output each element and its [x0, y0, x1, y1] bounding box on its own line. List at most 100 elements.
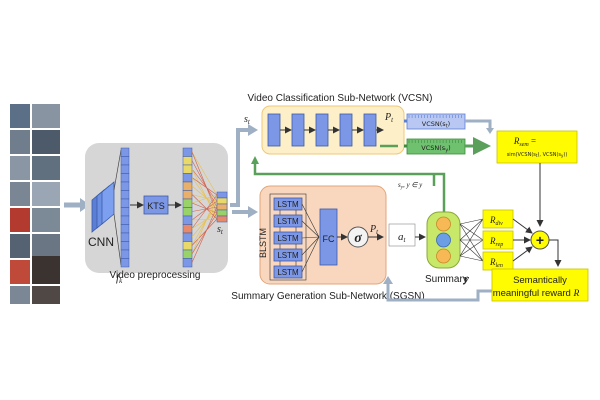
sum-plus: + — [536, 232, 544, 248]
segment-link — [191, 177, 218, 196]
fk-cell — [120, 258, 130, 268]
final-reward-line1: Semantically — [513, 275, 567, 286]
vcsn-layer — [291, 113, 305, 147]
segment-link — [191, 168, 218, 202]
segment-link — [191, 194, 218, 229]
blstm-frame — [269, 193, 307, 281]
summary-shot-2 — [436, 232, 451, 248]
vcsn-sy-label: VCSN(sy) — [421, 144, 450, 154]
segment-cell — [182, 224, 193, 234]
segment-cell — [182, 232, 193, 242]
reward-fan — [459, 218, 484, 262]
segment-cell — [182, 173, 193, 183]
segment-link — [191, 206, 218, 238]
segment-cell — [182, 249, 193, 259]
st-cell — [216, 203, 228, 211]
segment-cell — [182, 147, 193, 157]
lstm-label: LSTM — [277, 251, 299, 260]
st-cell — [216, 197, 228, 205]
fc-label: FC — [323, 234, 335, 244]
summary-shot-3 — [436, 248, 451, 264]
fk-cell — [120, 224, 130, 234]
vcsn-layer — [363, 113, 377, 147]
rsem-formula: sim(VCSN(st), VCSN(sy)) — [507, 152, 568, 158]
at-box — [388, 223, 416, 247]
segment-link — [191, 194, 218, 255]
lstm-label: LSTM — [277, 234, 299, 243]
preprocess-caption: Video preprocessing — [110, 270, 201, 281]
segment-link — [191, 194, 218, 220]
segment-cell — [182, 258, 193, 268]
fk-cell — [120, 156, 130, 166]
st-cell — [216, 209, 228, 217]
segment-link — [191, 151, 218, 214]
fk-cell — [120, 207, 130, 217]
segment-cell — [182, 181, 193, 191]
segment-link — [191, 218, 218, 221]
segment-cell — [182, 207, 193, 217]
fk-cell — [120, 249, 130, 259]
segment-cell — [182, 164, 193, 174]
segment-link — [191, 151, 218, 196]
st-column — [216, 191, 228, 223]
sigmoid-label: σ — [354, 231, 362, 246]
segment-cell — [182, 241, 193, 251]
rsem-label: Rsem = — [513, 136, 536, 148]
segment-cell — [182, 190, 193, 200]
rlen-label: Rlen — [489, 257, 503, 269]
fk-cell — [120, 190, 130, 200]
cnn-label: CNN — [88, 235, 114, 249]
summary-label: Summary — [425, 274, 468, 285]
kts-label: KTS — [147, 201, 165, 211]
vcsn-layer — [315, 113, 329, 147]
st-cell — [216, 215, 228, 223]
st-cell — [216, 191, 228, 199]
video-frames — [10, 104, 60, 304]
fk-cell — [120, 173, 130, 183]
summary-shot-1 — [436, 216, 451, 232]
fk-cell — [120, 198, 130, 208]
segment-link — [191, 194, 218, 204]
fk-cell — [120, 181, 130, 191]
fk-cell — [120, 164, 130, 174]
vcsn-output-label: Pt — [384, 112, 394, 124]
segment-link — [191, 194, 218, 202]
segment-link — [191, 202, 218, 214]
segment-cell — [182, 215, 193, 225]
at-label: at — [398, 231, 407, 244]
segment-link — [191, 206, 218, 212]
st-label: st — [217, 224, 224, 236]
reward-return-arrow — [386, 282, 492, 302]
segment-cell — [182, 156, 193, 166]
vcsn-st-label: VCSN(st) — [422, 120, 450, 130]
to-vcsn-arrow — [230, 128, 250, 207]
pt-label: Pt — [369, 224, 379, 236]
fk-cell — [120, 215, 130, 225]
feedback-arrow — [253, 162, 446, 212]
segment-link — [191, 185, 218, 208]
vcsn-layers — [267, 113, 384, 147]
fk-cell — [120, 147, 130, 157]
segment-link — [191, 200, 218, 246]
fk-feature-column — [120, 147, 130, 268]
vcsn-title: Video Classification Sub-Network (VCSN) — [248, 93, 433, 104]
vcsn-layer — [339, 113, 353, 147]
vcsn-layer — [267, 113, 281, 147]
final-reward-box — [491, 268, 589, 302]
final-reward-line2: meaningful reward R — [493, 288, 580, 299]
sgsn-title: Summary Generation Sub-Network (SGSN) — [231, 291, 424, 302]
fk-label: fk — [116, 272, 123, 285]
fk-cell — [120, 241, 130, 251]
segment-links — [191, 151, 218, 263]
feedback-label: sy, y ∈ y — [398, 181, 423, 191]
lstm-label: LSTM — [277, 268, 299, 277]
rsem-box — [496, 130, 578, 164]
fk-cell — [120, 232, 130, 242]
vcsn-input-label: st — [244, 114, 251, 126]
segment-link — [191, 177, 218, 214]
segment-link — [191, 212, 218, 255]
summary-y-label: y — [462, 273, 469, 285]
